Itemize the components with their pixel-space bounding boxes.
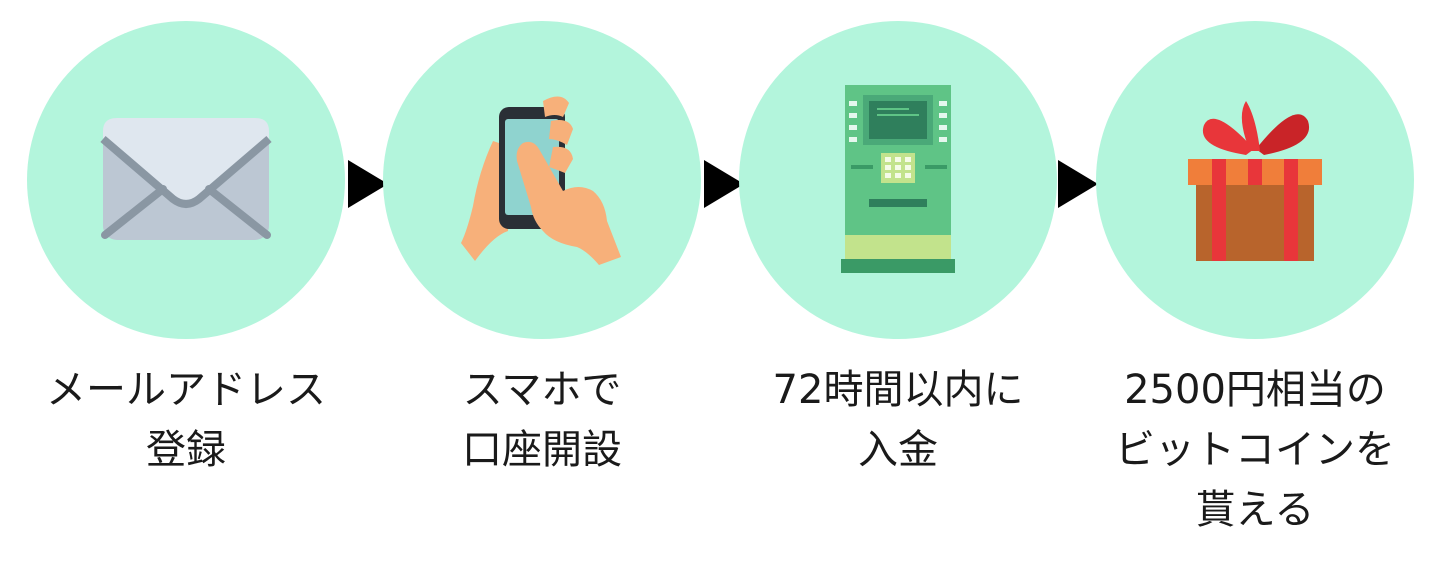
step-1-line-2: 登録 (146, 427, 226, 473)
step-4-circle (1096, 21, 1414, 339)
step-1-label: メールアドレス 登録 (6, 360, 366, 480)
step-2-label: スマホで 口座開設 (362, 360, 722, 480)
step-1-line-1: メールアドレス (46, 367, 326, 413)
arrow-2 (704, 160, 744, 208)
step-1-circle (27, 21, 345, 339)
step-2-line-1: スマホで (462, 367, 622, 413)
step-3-line-2: 入金 (858, 427, 938, 473)
step-4-line-3: 貰える (1195, 487, 1315, 533)
step-2-line-2: 口座開設 (462, 427, 622, 473)
envelope-icon (100, 118, 272, 240)
step-4-line-1: 2500円相当の (1124, 367, 1386, 413)
smartphone-icon (461, 96, 621, 265)
arrow-3 (1058, 160, 1098, 208)
gift-box-icon (1188, 101, 1322, 261)
step-3-label: 72時間以内に 入金 (718, 360, 1078, 480)
step-2-circle (383, 21, 701, 339)
step-4-line-2: ビットコインを (1115, 427, 1395, 473)
atm-icon (841, 85, 955, 273)
step-3-line-1: 72時間以内に (772, 367, 1024, 413)
step-3-circle (739, 21, 1057, 339)
arrow-1 (348, 160, 388, 208)
step-4-label: 2500円相当の ビットコインを 貰える (1075, 360, 1435, 540)
